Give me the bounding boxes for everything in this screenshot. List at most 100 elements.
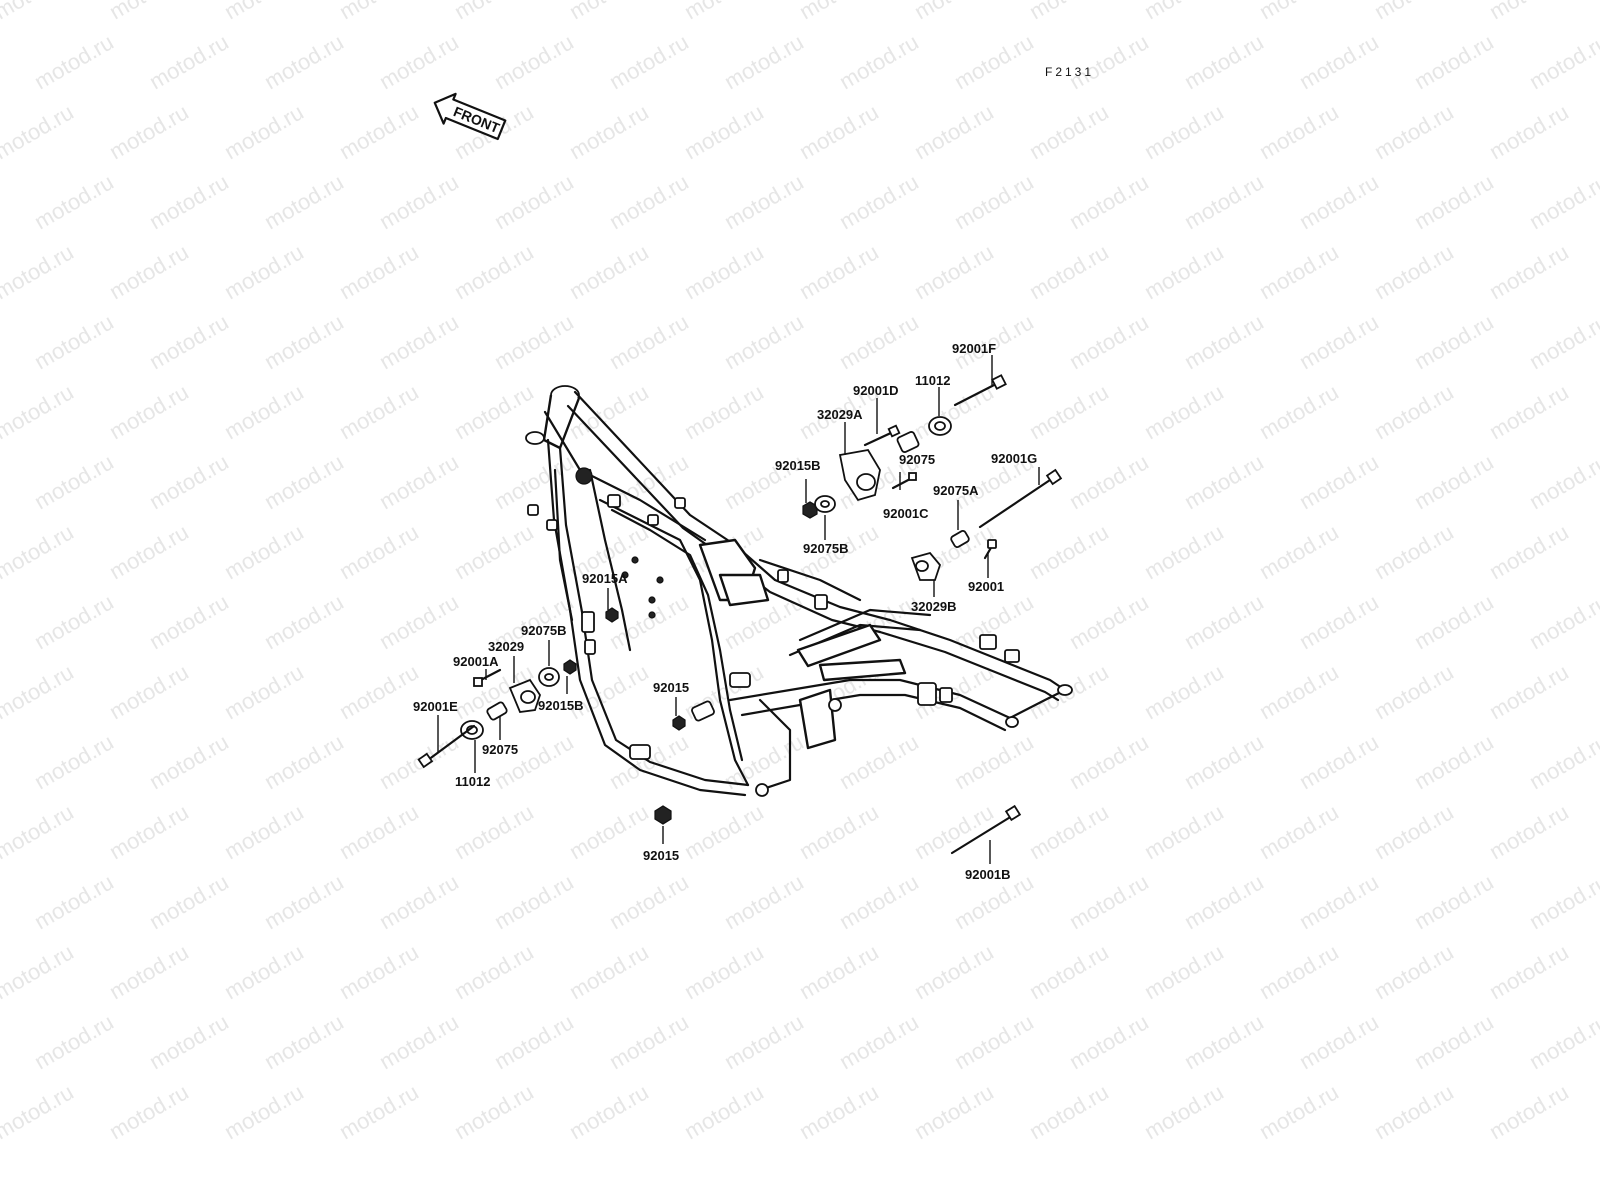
watermark-text: motod.ru bbox=[605, 869, 693, 934]
watermark-text: motod.ru bbox=[1025, 379, 1113, 444]
watermark-text: motod.ru bbox=[1410, 589, 1498, 654]
watermark-text: motod.ru bbox=[720, 169, 808, 234]
watermark-text: motod.ru bbox=[1065, 1009, 1153, 1074]
watermark-text: motod.ru bbox=[0, 659, 78, 724]
watermark-text: motod.ru bbox=[105, 0, 193, 24]
part-labels: 92001F 11012 92001D 32029A 92075 92001G … bbox=[413, 341, 1037, 882]
watermark-text: motod.ru bbox=[0, 589, 3, 654]
watermark-text: motod.ru bbox=[0, 1079, 78, 1144]
watermark-text: motod.ru bbox=[105, 239, 193, 304]
watermark-text: motod.ru bbox=[680, 379, 768, 444]
watermark-text: motod.ru bbox=[0, 519, 78, 584]
watermark-text: motod.ru bbox=[1255, 1079, 1343, 1144]
watermark-text: motod.ru bbox=[145, 869, 233, 934]
watermark-text: motod.ru bbox=[910, 0, 998, 24]
watermark-text: motod.ru bbox=[835, 169, 923, 234]
watermark-text: motod.ru bbox=[950, 29, 1038, 94]
watermark-text: motod.ru bbox=[1025, 99, 1113, 164]
watermark-text: motod.ru bbox=[335, 799, 423, 864]
watermark-text: motod.ru bbox=[0, 449, 3, 514]
watermark-text: motod.ru bbox=[105, 799, 193, 864]
watermark-text: motod.ru bbox=[260, 309, 348, 374]
label-92001D: 92001D bbox=[853, 383, 899, 398]
watermark-text: motod.ru bbox=[375, 729, 463, 794]
watermark-text: motod.ru bbox=[1295, 729, 1383, 794]
watermark-text: motod.ru bbox=[1025, 939, 1113, 1004]
watermark-text: motod.ru bbox=[1525, 1009, 1600, 1074]
watermark-text: motod.ru bbox=[490, 309, 578, 374]
label-92001E: 92001E bbox=[413, 699, 458, 714]
label-92001C: 92001C bbox=[883, 506, 929, 521]
watermark-text: motod.ru bbox=[1180, 729, 1268, 794]
watermark-text: motod.ru bbox=[145, 29, 233, 94]
watermark-text: motod.ru bbox=[145, 729, 233, 794]
watermark-text: motod.ru bbox=[335, 99, 423, 164]
watermark-text: motod.ru bbox=[1525, 729, 1600, 794]
watermark-text: motod.ru bbox=[30, 1009, 118, 1074]
watermark-text: motod.ru bbox=[490, 729, 578, 794]
label-92015B-left: 92015B bbox=[538, 698, 584, 713]
watermark-text: motod.ru bbox=[565, 99, 653, 164]
watermark-text: motod.ru bbox=[30, 729, 118, 794]
watermark-text: motod.ru bbox=[1140, 99, 1228, 164]
watermark-text: motod.ru bbox=[795, 0, 883, 24]
watermark-text: motod.ru bbox=[795, 239, 883, 304]
watermark-text: motod.ru bbox=[1025, 519, 1113, 584]
watermark-text: motod.ru bbox=[720, 29, 808, 94]
watermark-text: motod.ru bbox=[375, 869, 463, 934]
label-92075B-left: 92075B bbox=[521, 623, 567, 638]
watermark-text: motod.ru bbox=[795, 1079, 883, 1144]
watermark-text: motod.ru bbox=[1370, 0, 1458, 24]
watermark-text: motod.ru bbox=[0, 99, 78, 164]
watermark-text: motod.ru bbox=[950, 729, 1038, 794]
watermark-text: motod.ru bbox=[910, 99, 998, 164]
watermark-text: motod.ru bbox=[1410, 309, 1498, 374]
label-92075B-top: 92075B bbox=[803, 541, 849, 556]
label-92001F: 92001F bbox=[952, 341, 996, 356]
watermark-text: motod.ru bbox=[680, 99, 768, 164]
watermark-text: motod.ru bbox=[1140, 239, 1228, 304]
watermark-text: motod.ru bbox=[1140, 1079, 1228, 1144]
watermark-text: motod.ru bbox=[145, 1009, 233, 1074]
watermark-text: motod.ru bbox=[335, 519, 423, 584]
watermark-text: motod.ru bbox=[1370, 239, 1458, 304]
watermark-text: motod.ru bbox=[1140, 379, 1228, 444]
watermark-text: motod.ru bbox=[0, 729, 3, 794]
watermark-text: motod.ru bbox=[1485, 519, 1573, 584]
watermark-text: motod.ru bbox=[1525, 589, 1600, 654]
watermark-text: motod.ru bbox=[145, 169, 233, 234]
watermark-text: motod.ru bbox=[260, 29, 348, 94]
watermark-text: motod.ru bbox=[1485, 239, 1573, 304]
watermark-text: motod.ru bbox=[1525, 309, 1600, 374]
watermark-text: motod.ru bbox=[375, 29, 463, 94]
watermark-text: motod.ru bbox=[1140, 519, 1228, 584]
watermark-text: motod.ru bbox=[220, 239, 308, 304]
watermark-text: motod.ru bbox=[605, 309, 693, 374]
watermark-text: motod.ru bbox=[450, 379, 538, 444]
watermark-text: motod.ru bbox=[375, 169, 463, 234]
watermark-text: motod.ru bbox=[1140, 799, 1228, 864]
watermark-text: motod.ru bbox=[950, 1009, 1038, 1074]
watermark-text: motod.ru bbox=[1485, 1079, 1573, 1144]
watermark-text: motod.ru bbox=[1410, 169, 1498, 234]
watermark-text: motod.ru bbox=[1180, 29, 1268, 94]
watermark-text: motod.ru bbox=[565, 379, 653, 444]
watermark-text: motod.ru bbox=[1485, 379, 1573, 444]
watermark-text: motod.ru bbox=[680, 239, 768, 304]
watermark-text: motod.ru bbox=[565, 239, 653, 304]
watermark-text: motod.ru bbox=[565, 939, 653, 1004]
watermark-text: motod.ru bbox=[450, 0, 538, 24]
watermark-text: motod.ru bbox=[1485, 939, 1573, 1004]
watermark-text: motod.ru bbox=[835, 1009, 923, 1074]
watermark-text: motod.ru bbox=[565, 0, 653, 24]
watermark-text: motod.ru bbox=[835, 869, 923, 934]
watermark-text: motod.ru bbox=[1025, 799, 1113, 864]
watermark-text: motod.ru bbox=[0, 239, 78, 304]
watermark-text: motod.ru bbox=[335, 379, 423, 444]
watermark-text: motod.ru bbox=[450, 519, 538, 584]
watermark-text: motod.ru bbox=[1525, 169, 1600, 234]
watermark-text: motod.ru bbox=[220, 519, 308, 584]
watermark-text: motod.ru bbox=[680, 1079, 768, 1144]
watermark-text: motod.ru bbox=[105, 379, 193, 444]
